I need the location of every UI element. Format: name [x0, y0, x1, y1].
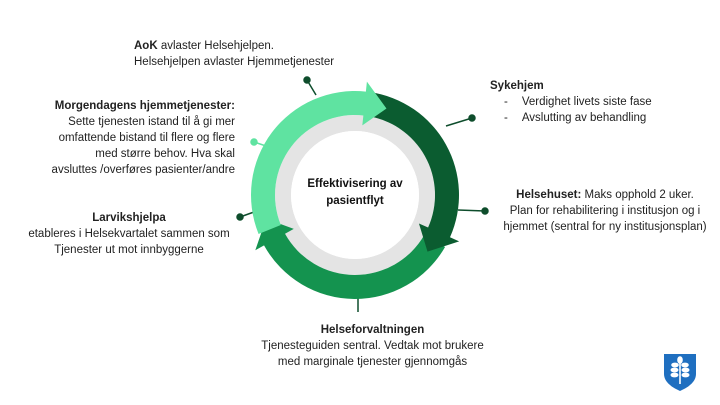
morgendagens-line: med større behov. Hva skal: [95, 148, 235, 160]
bullet: -: [504, 112, 508, 124]
helsehuset-line: hjemmet (sentral for ny institusjonsplan…: [503, 221, 707, 233]
larvikshjelpa-title: Larvikshjelpa: [92, 212, 166, 224]
helsehuset-title: Helsehuset:: [516, 189, 582, 201]
sykehjem-title: Sykehjem: [490, 80, 544, 92]
aok-block: AoK avlaster Helsehjelpen. Helsehjelpen …: [134, 38, 334, 70]
morgendagens-line: avsluttes /overføres pasienter/andre: [51, 164, 235, 176]
sykehjem-item: Avslutting av behandling: [521, 112, 647, 124]
aok-line1: avlaster Helsehjelpen.: [160, 40, 274, 52]
aok-line2: Helsehjelpen avlaster Hjemmetjenester: [134, 56, 335, 68]
bullet: -: [504, 96, 508, 108]
municipality-crest-logo: [664, 354, 696, 391]
arrow-arc-left: [250, 81, 387, 234]
helseforvaltningen-title: Helseforvaltningen: [320, 324, 425, 336]
aok-title: AoK: [134, 40, 158, 52]
morgendagens-block: Morgendagens hjemmetjenester: Sette tjen…: [20, 98, 235, 178]
larvikshjelpa-line: Tjenester ut mot innbyggerne: [54, 244, 204, 256]
sykehjem-item: Verdighet livets siste fase: [521, 96, 652, 108]
helseforvaltningen-block: Helseforvaltningen Tjenesteguiden sentra…: [240, 322, 505, 370]
center-disc: [291, 131, 419, 259]
arrow-arc-right: [366, 92, 460, 252]
helsehuset-block: Helsehuset: Maks opphold 2 uker. Plan fo…: [492, 187, 718, 235]
center-label: Effektivisering av pasientflyt: [307, 178, 403, 207]
pin-dot: [468, 114, 476, 122]
inner-ring: [275, 115, 435, 275]
pin-dot: [481, 207, 489, 215]
pin-line: [445, 117, 473, 127]
arrow-arc-bottom: [255, 218, 446, 300]
helsehuset-line: Maks opphold 2 uker.: [584, 189, 694, 201]
pin-dot: [250, 138, 258, 146]
pin-dot: [303, 76, 311, 84]
larvikshjelpa-line: etableres i Helsekvartalet sammen som: [28, 228, 230, 240]
morgendagens-line: Sette tjenesten istand til å gi mer: [68, 116, 235, 128]
larvikshjelpa-block: Larvikshjelpa etableres i Helsekvartalet…: [18, 210, 240, 258]
pin-line: [457, 209, 486, 212]
morgendagens-line: omfattende bistand til flere og flere: [58, 132, 235, 144]
sykehjem-block: Sykehjem - Verdighet livets siste fase - A…: [490, 78, 652, 126]
helseforvaltningen-line: med marginale tjenester gjennomgås: [277, 356, 468, 368]
morgendagens-title: Morgendagens hjemmetjenester:: [54, 100, 235, 112]
helsehuset-line: Plan for rehabilitering i institusjon og…: [509, 205, 701, 217]
helseforvaltningen-line: Tjenesteguiden sentral. Vedtak mot bruke…: [261, 340, 484, 352]
pin-dot: [236, 213, 244, 221]
